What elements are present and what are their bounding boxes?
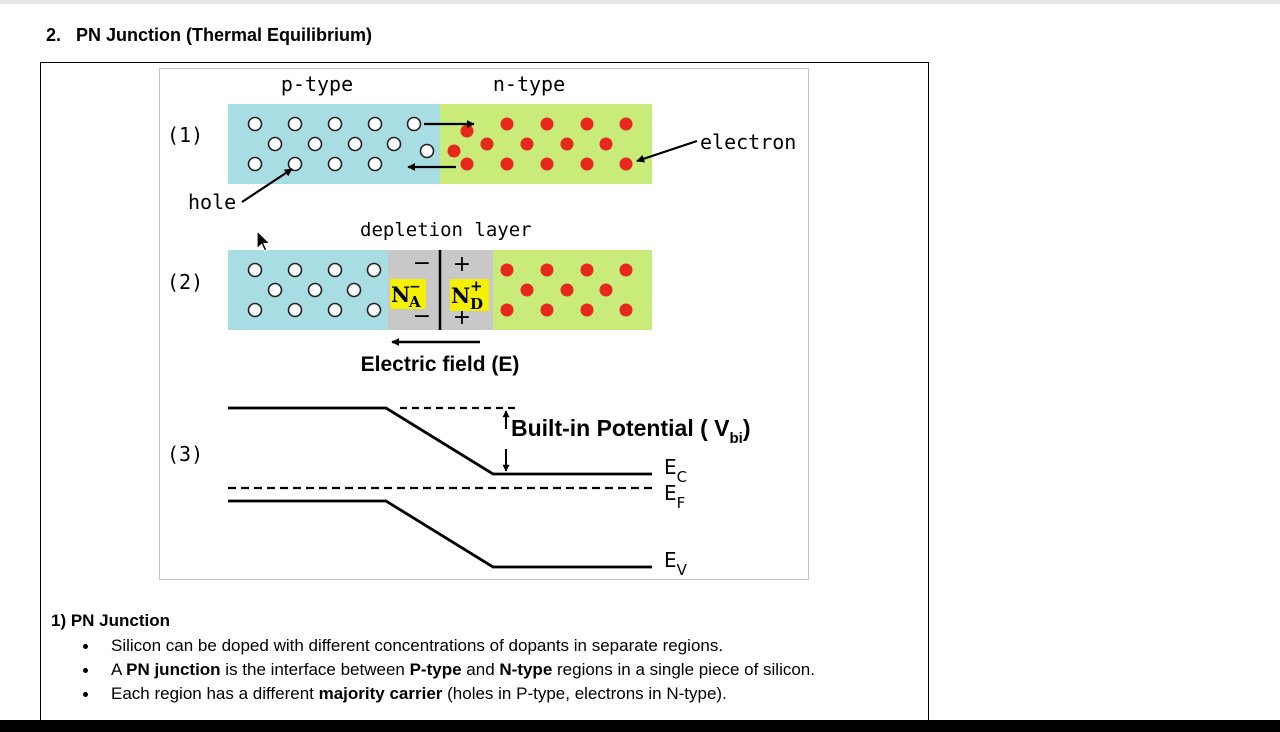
valence-band-edge xyxy=(228,499,652,569)
note-item-3: Each region has a different majority car… xyxy=(51,682,911,706)
notes-list: Silicon can be doped with different conc… xyxy=(51,634,911,706)
p-region-1 xyxy=(228,104,440,184)
pn-junction-diagram: (1) p-type n-type xyxy=(167,72,796,579)
na-highlight xyxy=(390,279,426,309)
acceptor-label-sup: − xyxy=(409,279,421,295)
section-number: 2. xyxy=(46,25,62,45)
donor-label-N: N xyxy=(451,283,470,308)
hole-label: hole xyxy=(188,190,236,214)
acceptor-minus-bottom: − xyxy=(413,304,431,329)
p-type-label: p-type xyxy=(281,72,353,96)
ev-label: EV xyxy=(664,548,688,579)
note-2-term-n-type: N-type xyxy=(499,660,553,679)
step-3-label: (3) xyxy=(167,442,203,466)
note-2-text-c: is the interface between xyxy=(220,660,410,679)
note-2-term-pn-junction: PN junction xyxy=(126,660,221,679)
ef-label: EF xyxy=(664,481,685,512)
donor-label-sub: D xyxy=(470,295,483,313)
acceptor-minus-top: − xyxy=(413,251,431,276)
step-2-label: (2) xyxy=(167,270,203,294)
top-divider xyxy=(0,0,1280,4)
depletion-layer-label: depletion layer xyxy=(360,219,532,241)
step-1-label: (1) xyxy=(167,123,203,147)
electrons-1 xyxy=(447,117,633,171)
donor-plus-bottom: + xyxy=(453,305,471,330)
note-3-term-majority-carrier: majority carrier xyxy=(318,684,443,703)
hole-pointer-arrow xyxy=(241,168,293,203)
note-3-text-c: (holes in P-type, electrons in N-type). xyxy=(442,684,727,703)
electric-field-label: Electric field (E) xyxy=(361,353,520,376)
acceptor-label-N: N xyxy=(391,282,410,307)
pn-junction-figure: (1) p-type n-type xyxy=(159,68,809,580)
holes-1 xyxy=(247,116,435,172)
note-2-text-g: regions in a single piece of silicon. xyxy=(552,660,815,679)
note-item-1: Silicon can be doped with different conc… xyxy=(51,634,911,658)
acceptor-label-sub: A xyxy=(408,293,421,311)
holes-2 xyxy=(247,262,382,318)
mouse-cursor-icon xyxy=(256,230,272,252)
conduction-band-edge xyxy=(228,406,652,476)
section-title: PN Junction (Thermal Equilibrium) xyxy=(76,25,373,45)
note-3-text-a: Each region has a different xyxy=(111,684,319,703)
notes-title: 1) PN Junction xyxy=(51,611,171,630)
electron-pointer-arrow xyxy=(636,139,698,163)
note-item-2: A PN junction is the interface between P… xyxy=(51,658,911,682)
note-2-text-e: and xyxy=(461,660,500,679)
note-2-text-a: A xyxy=(111,660,127,679)
donor-plus-top: + xyxy=(453,252,471,277)
section-heading: 2. PN Junction (Thermal Equilibrium) xyxy=(46,25,372,46)
note-2-term-p-type: P-type xyxy=(409,660,462,679)
donor-label-sup: + xyxy=(470,277,483,295)
built-in-potential-label: Built-in Potential ( Vbi) xyxy=(511,415,751,447)
ec-label: EC xyxy=(664,455,687,486)
n-region-1 xyxy=(440,104,652,184)
nd-highlight xyxy=(450,279,489,311)
electrons-2 xyxy=(500,263,633,317)
notes-section: 1) PN Junction Silicon can be doped with… xyxy=(51,611,911,706)
note-1-text: Silicon can be doped with different conc… xyxy=(111,636,724,655)
electron-label: electron xyxy=(700,130,796,154)
n-type-label: n-type xyxy=(493,72,565,96)
